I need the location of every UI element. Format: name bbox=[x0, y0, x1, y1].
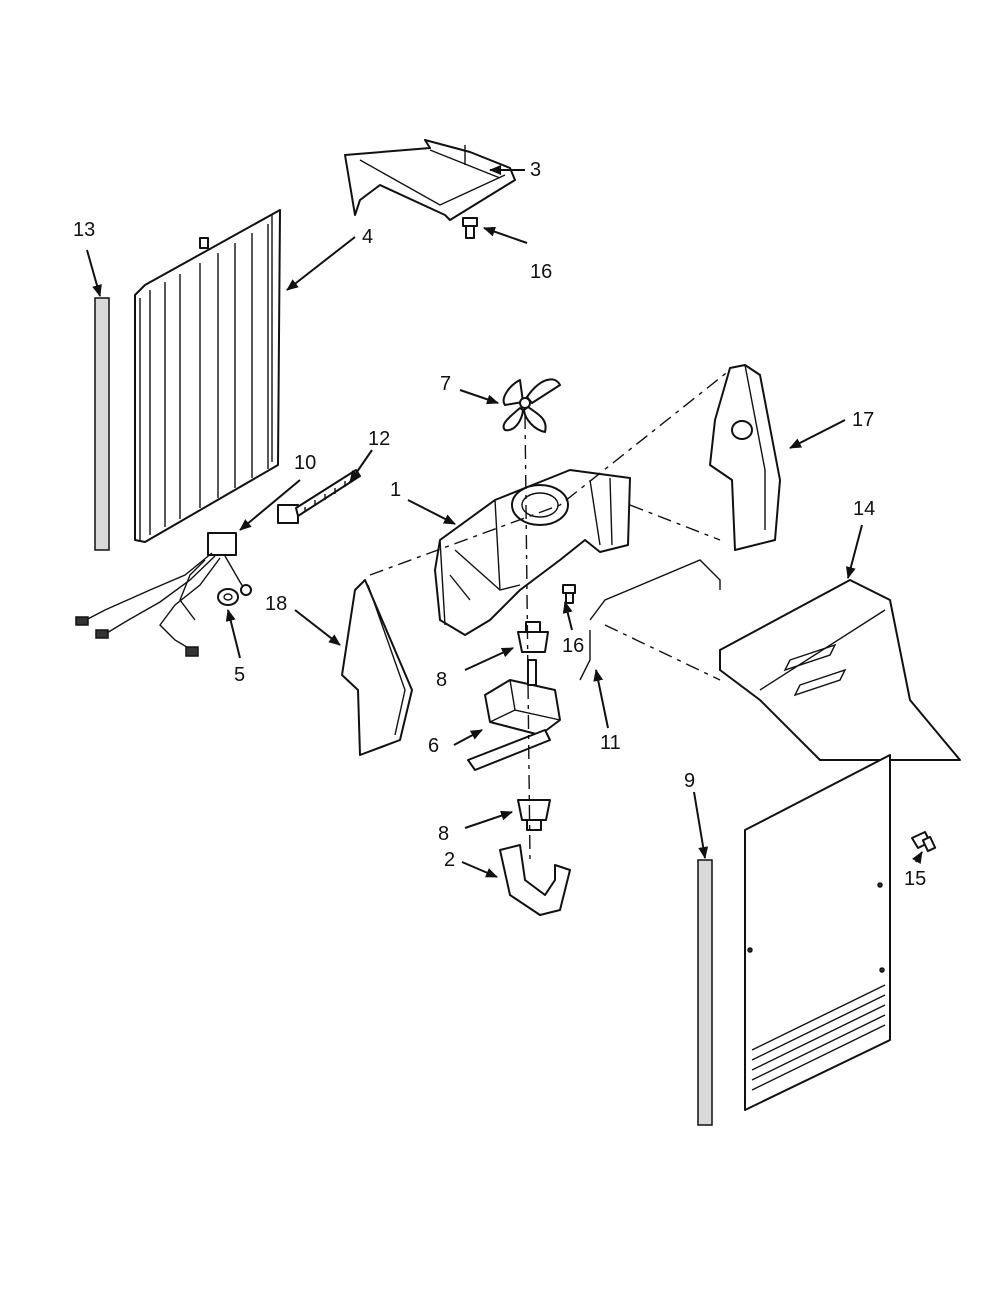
callout-12: 12 bbox=[368, 428, 390, 450]
part-17-plate bbox=[709, 364, 781, 551]
callout-4: 4 bbox=[362, 226, 373, 248]
callout-2: 2 bbox=[444, 849, 455, 871]
callout-14: 14 bbox=[853, 498, 875, 520]
callout-11: 11 bbox=[600, 732, 621, 754]
screw-15 bbox=[911, 831, 937, 853]
rear-panel bbox=[744, 754, 891, 1111]
alignment-lines bbox=[369, 369, 731, 861]
part-3-bracket bbox=[344, 139, 516, 221]
callout-8-upper: 8 bbox=[436, 669, 447, 691]
part-9-strip bbox=[697, 859, 713, 1126]
callout-18: 18 bbox=[265, 593, 287, 615]
callout-10: 10 bbox=[294, 452, 316, 474]
part-4-panel bbox=[134, 209, 281, 543]
part-14-deflector bbox=[719, 579, 961, 761]
callout-13: 13 bbox=[73, 219, 95, 241]
callout-8-lower: 8 bbox=[438, 823, 449, 845]
callout-15: 15 bbox=[904, 868, 926, 890]
callout-1: 1 bbox=[390, 479, 401, 501]
callout-3: 3 bbox=[530, 159, 541, 181]
screw-16-top bbox=[462, 217, 478, 239]
part-12-tie bbox=[277, 469, 361, 524]
callout-16-top: 16 bbox=[530, 261, 552, 283]
callout-9: 9 bbox=[684, 770, 695, 792]
callout-5: 5 bbox=[234, 664, 245, 686]
part-6-motor bbox=[467, 659, 561, 771]
part-7-fan-blade bbox=[502, 378, 561, 433]
part-8-grommet-lower bbox=[517, 799, 551, 831]
leader-arrows bbox=[86, 165, 923, 878]
callout-7: 7 bbox=[440, 373, 451, 395]
callout-17: 17 bbox=[852, 409, 874, 431]
callout-6: 6 bbox=[428, 735, 439, 757]
part-2-bracket bbox=[499, 844, 571, 916]
screw-16-mid bbox=[562, 584, 576, 604]
part-18-plate bbox=[341, 579, 413, 756]
part-1-housing bbox=[434, 469, 631, 636]
part-10-harness bbox=[75, 532, 252, 657]
part-5-grommet bbox=[217, 588, 239, 606]
part-13-strip bbox=[94, 297, 110, 551]
part-11-wire bbox=[579, 559, 721, 681]
callout-16-mid: 16 bbox=[562, 635, 584, 657]
part-8-grommet-upper bbox=[517, 621, 549, 653]
